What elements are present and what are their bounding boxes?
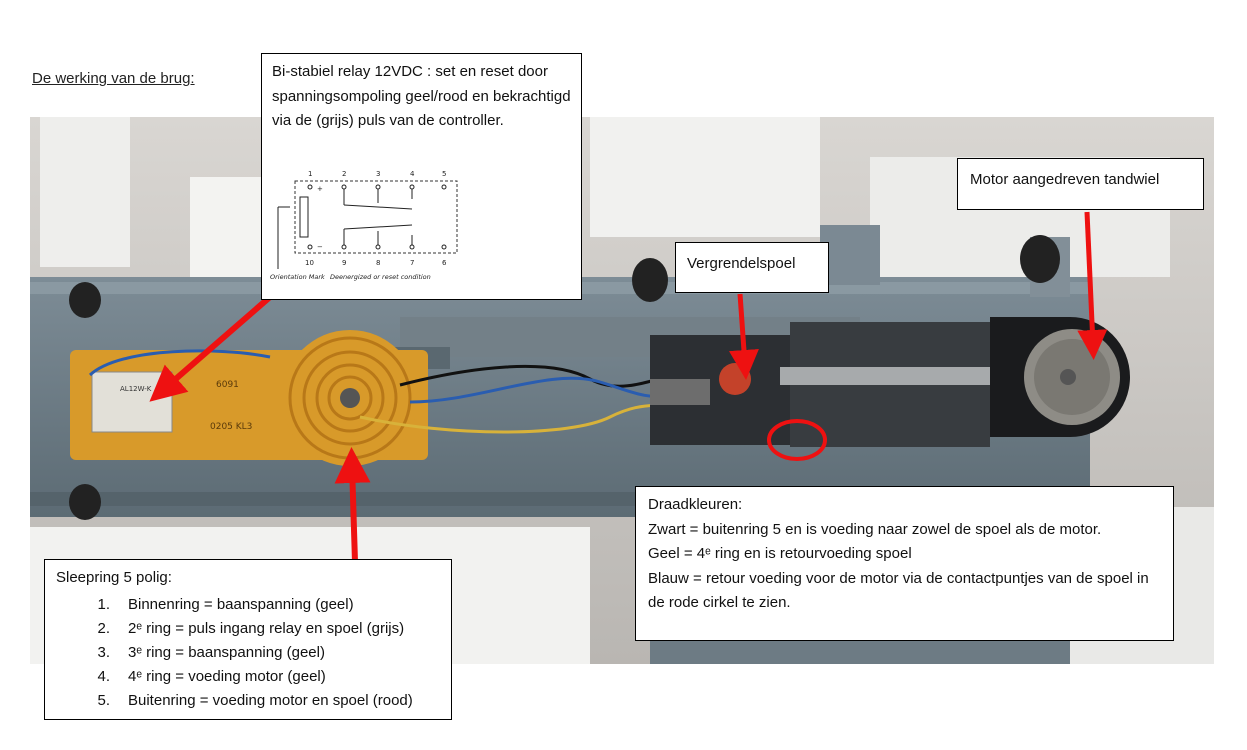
pin-bottom-10: 10	[305, 259, 314, 267]
list-item: 1.Binnenring = baanspanning (geel)	[97, 595, 354, 613]
relay-description: Bi-stabiel relay 12VDC : set en reset do…	[272, 63, 571, 129]
relay-callout: Bi-stabiel relay 12VDC : set en reset do…	[261, 53, 582, 300]
wire-line-yellow: Geel = 4ᵉ ring en is retourvoeding spoel	[648, 545, 912, 562]
wire-colors-callout: Draadkleuren: Zwart = buitenring 5 en is…	[635, 486, 1174, 641]
wire-line-black: Zwart = buitenring 5 en is voeding naar …	[648, 520, 1102, 538]
list-item: 2.2ᵉ ring = puls ingang relay en spoel (…	[97, 619, 405, 637]
pcb-label-6091: 6091	[216, 380, 239, 390]
arrow-gear	[1077, 211, 1108, 360]
pin-top-1: 1	[308, 170, 312, 178]
relay-pin-diagram: 1 2 3 4 5 10 9 8 7 6 + −	[270, 170, 458, 281]
slip-ring-title: Sleepring 5 polig:	[56, 569, 172, 586]
pin-bottom-6: 6	[442, 259, 447, 267]
list-item: 4.4ᵉ ring = voeding motor (geel)	[97, 667, 326, 685]
relay-mark: AL12W-K	[120, 385, 152, 393]
pcb-label-0205: 0205 KL3	[210, 422, 252, 432]
wire-line-blue: Blauw = retour voeding voor de motor via…	[648, 569, 1149, 612]
contact-circle	[767, 419, 827, 461]
motor-gear-callout: Motor aangedreven tandwiel	[957, 158, 1204, 210]
slip-ring-list: 1.Binnenring = baanspanning (geel) 2.2ᵉ …	[56, 593, 440, 713]
slip-ring	[282, 330, 418, 466]
list-item: 5.Buitenring = voeding motor en spoel (r…	[97, 691, 413, 709]
lock-coil-label: Vergrendelspoel	[687, 255, 796, 272]
pin-bottom-7: 7	[410, 259, 414, 267]
plus-sign: +	[317, 185, 323, 193]
motor-gear-label: Motor aangedreven tandwiel	[970, 171, 1160, 188]
list-item: 3.3ᵉ ring = baanspanning (geel)	[97, 643, 325, 661]
pin-bottom-9: 9	[342, 259, 346, 267]
slip-ring-callout: Sleepring 5 polig: 1.Binnenring = baansp…	[44, 559, 452, 720]
arrow-lock-coil	[728, 293, 759, 380]
minus-sign: −	[317, 243, 323, 251]
arrow-relay	[149, 294, 272, 402]
pin-bottom-8: 8	[376, 259, 380, 267]
page-heading: De werking van de brug:	[32, 70, 195, 87]
orientation-mark-label: Orientation Mark	[270, 273, 325, 281]
wire-colors-title: Draadkleuren:	[648, 496, 743, 513]
pin-top-3: 3	[376, 170, 380, 178]
arrow-slip-ring	[334, 447, 371, 563]
pin-top-4: 4	[410, 170, 415, 178]
pin-top-2: 2	[342, 170, 346, 178]
condition-label: Deenergized or reset condition	[330, 273, 431, 281]
pin-top-5: 5	[442, 170, 446, 178]
lock-coil-callout: Vergrendelspoel	[675, 242, 829, 293]
